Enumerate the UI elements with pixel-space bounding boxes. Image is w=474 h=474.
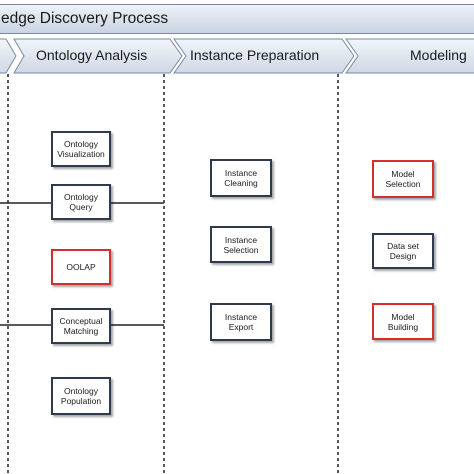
phase-label-modeling: Modeling	[410, 47, 467, 63]
instance-selection-box: Instance Selection	[210, 226, 272, 263]
phase-chevron-1	[13, 38, 183, 74]
model-selection-box: Model Selection	[372, 160, 434, 198]
phase-chevron-3	[345, 38, 474, 74]
instance-cleaning-box: Instance Cleaning	[210, 159, 272, 197]
ontology-population-box: Ontology Population	[51, 377, 111, 415]
oolap-box: OOLAP	[51, 249, 111, 285]
diagram-title: edge Discovery Process	[1, 10, 169, 27]
ontology-query-box: Ontology Query	[51, 184, 111, 220]
ontology-visualization-box: Ontology Visualization	[51, 131, 111, 167]
phase-header: Ontology Analysis Instance Preparation M…	[0, 38, 474, 74]
phase-chevron-0	[0, 38, 17, 74]
phase-label-ontology-analysis: Ontology Analysis	[36, 47, 148, 63]
conceptual-matching-box: Conceptual Matching	[51, 308, 111, 344]
phase-chevron-2	[173, 38, 355, 74]
title-bar: edge Discovery Process	[0, 4, 474, 34]
data-set-design-box: Data set Design	[372, 233, 434, 269]
phase-label-instance-preparation: Instance Preparation	[190, 47, 320, 63]
phase-chevrons	[0, 38, 474, 74]
instance-export-box: Instance Export	[210, 303, 272, 341]
model-building-box: Model Building	[372, 303, 434, 340]
